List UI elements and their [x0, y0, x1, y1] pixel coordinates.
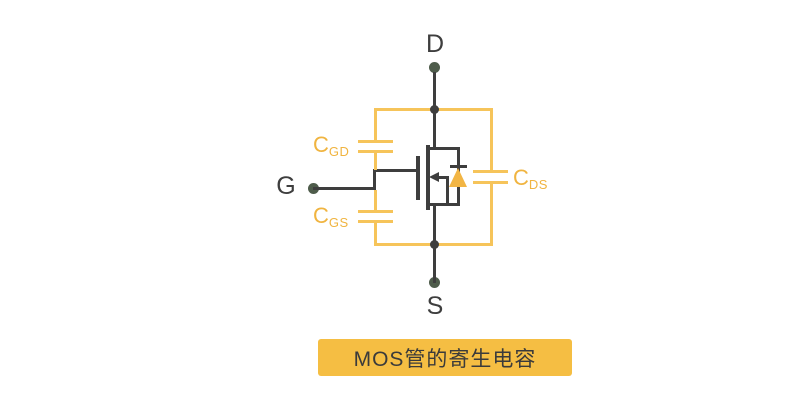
wire-left-branch-4 — [374, 223, 377, 246]
wire-gate-to-symbol — [373, 169, 419, 172]
mosfet-drain-stub — [430, 147, 460, 150]
wire-right-branch-2 — [490, 184, 493, 246]
caption-banner: MOS管的寄生电容 — [318, 339, 572, 376]
wire-gate-horizontal — [313, 187, 375, 190]
cds-label: CDS — [513, 165, 548, 192]
cgs-plate-bottom — [358, 220, 393, 223]
mosfet-body-source-join — [446, 176, 449, 206]
caption-text: MOS管的寄生电容 — [353, 347, 537, 371]
source-label: S — [426, 292, 444, 320]
cds-plate-bottom — [473, 181, 508, 184]
gate-label: G — [276, 172, 296, 200]
body-diode-icon — [449, 168, 467, 187]
mosfet-gate-bar — [416, 156, 420, 200]
mosfet-body-arrow-icon — [429, 172, 439, 182]
body-diode-cathode-bar — [450, 165, 467, 168]
drain-terminal-dot — [429, 62, 440, 73]
mosfet-source-stub — [430, 203, 460, 206]
wire-right-branch-1 — [490, 108, 493, 170]
cgs-label: CGS — [313, 203, 349, 230]
cds-plate-top — [473, 170, 508, 173]
wire-gate-jog — [373, 169, 376, 190]
cgd-plate-top — [358, 140, 393, 143]
mosfet-channel-bar — [426, 145, 430, 210]
drain-label: D — [425, 30, 445, 58]
cgd-plate-bottom — [358, 150, 393, 153]
cgs-plate-top — [358, 210, 393, 213]
wire-left-branch-2 — [374, 153, 377, 170]
cgd-label: CGD — [313, 132, 350, 159]
mosfet-body-stub — [437, 176, 449, 179]
wire-left-branch-1 — [374, 108, 377, 140]
junction-dot-bottom — [430, 240, 439, 249]
junction-dot-top — [430, 105, 439, 114]
wire-left-branch-3 — [374, 190, 377, 210]
